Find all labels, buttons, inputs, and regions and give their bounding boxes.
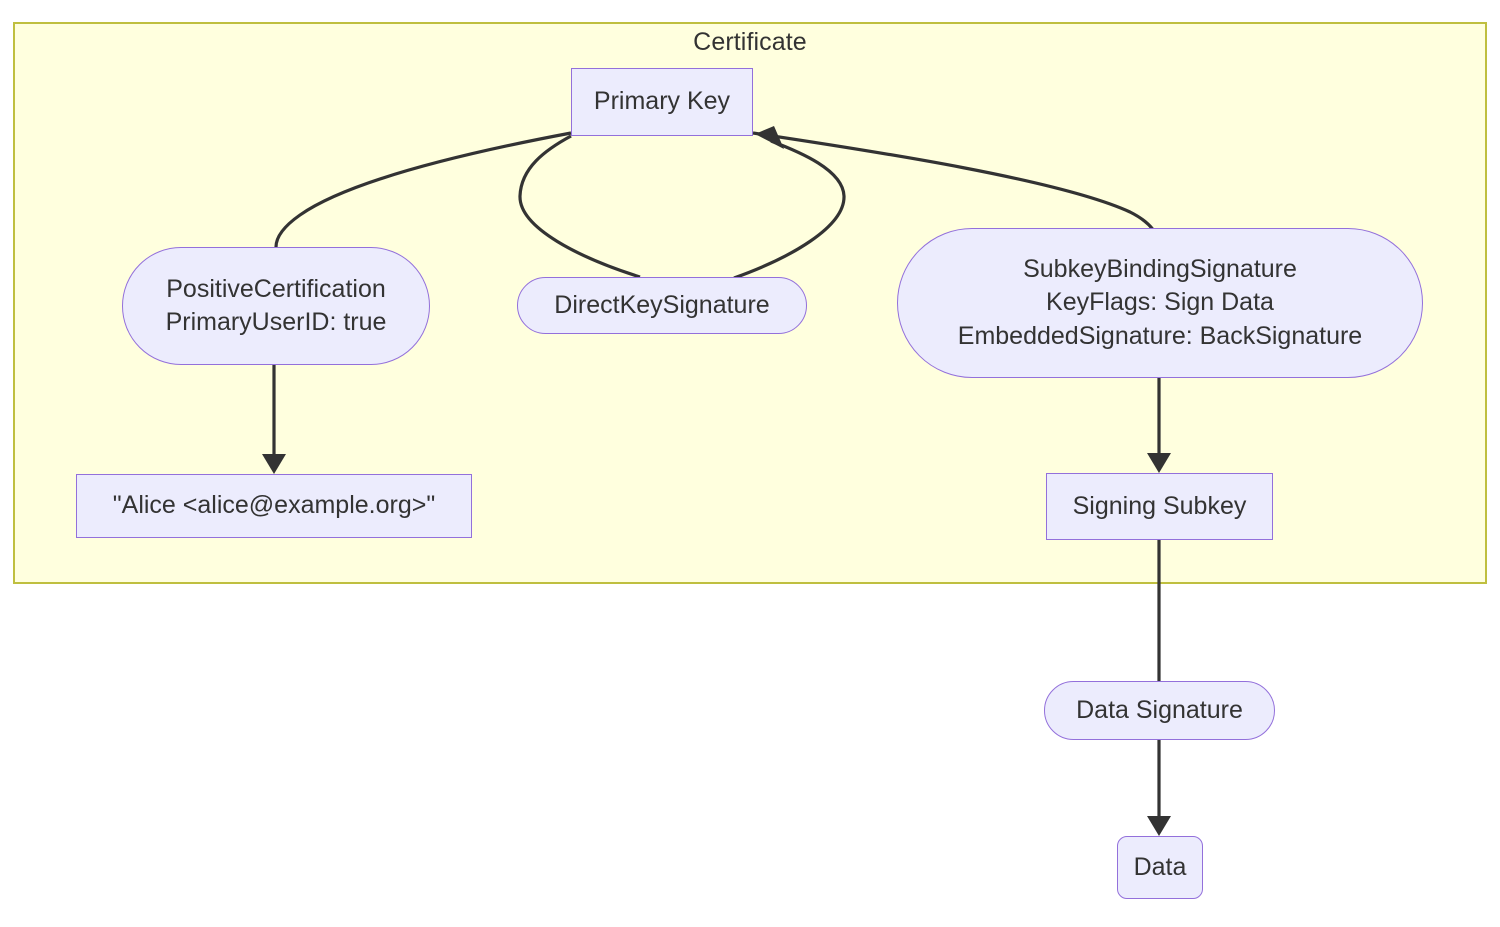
- cluster-label-certificate: Certificate: [693, 28, 807, 56]
- node-signing-subkey[interactable]: Signing Subkey: [1046, 473, 1273, 540]
- arrowhead-data-signature-to-data: [1147, 816, 1171, 836]
- node-positive-certification[interactable]: PositiveCertification PrimaryUserID: tru…: [122, 247, 430, 365]
- node-primary-key[interactable]: Primary Key: [571, 68, 753, 136]
- node-subkey-binding-signature[interactable]: SubkeyBindingSignature KeyFlags: Sign Da…: [897, 228, 1423, 378]
- node-direct-key-signature[interactable]: DirectKeySignature: [517, 277, 807, 334]
- node-user-id[interactable]: "Alice <alice@example.org>": [76, 474, 472, 538]
- node-data[interactable]: Data: [1117, 836, 1203, 899]
- node-data-signature[interactable]: Data Signature: [1044, 681, 1275, 740]
